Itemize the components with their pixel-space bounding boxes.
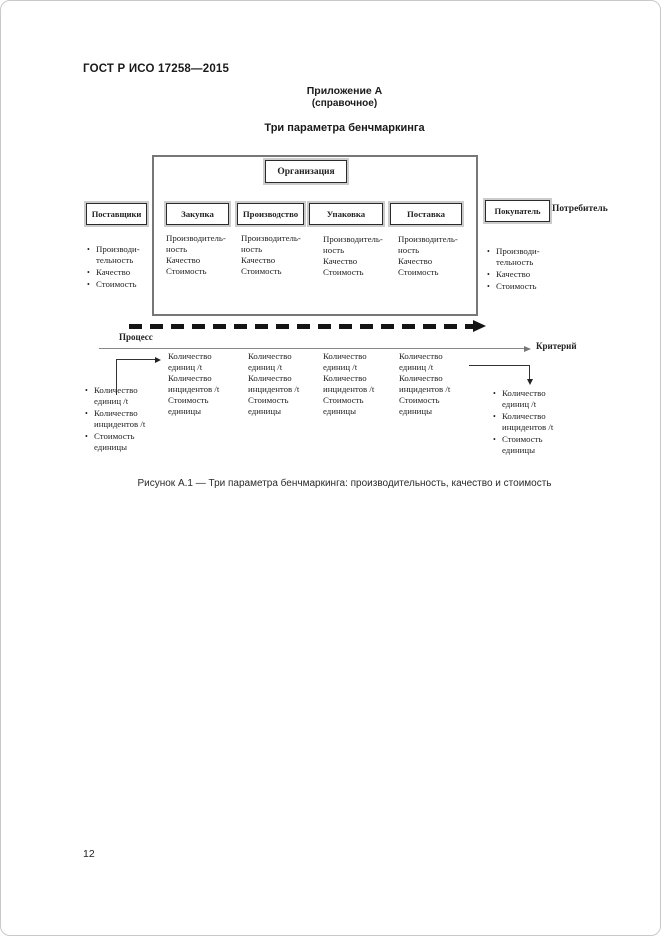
left-connector-line [116,359,118,395]
section-title: Три параметра бенчмаркинга [264,122,425,134]
bullet-icon: • [87,245,90,254]
list-item: • Количество единиц /t [493,388,579,410]
bullet-icon: • [85,386,88,395]
suppliers-metrics-list: • Количество единиц /t • Количество инциде… [85,385,171,454]
process-axis-label: Процесс [119,332,153,342]
bullet-text: Стоимость единицы [94,431,135,452]
list-item: • Производи- тельность [487,246,567,268]
list-item: • Производи- тельность [87,244,157,266]
bullet-icon: • [87,268,90,277]
figure-caption: Рисунок А.1 — Три параметра бенчмаркинга… [137,478,552,489]
bullet-icon: • [487,270,490,279]
list-item: • Качество [87,267,157,278]
organization-frame [152,155,478,316]
stage-params-column: Производитель- ность Качество Стоимость [166,233,226,276]
list-item: • Качество [487,269,567,280]
arrow-right-icon [524,345,531,352]
stage-box-procurement: Закупка [166,203,229,225]
bullet-text: Количество единиц /t [94,385,138,406]
bullet-icon: • [493,389,496,398]
arrow-right-icon [473,320,486,332]
bullet-icon: • [493,412,496,421]
appendix-title: Приложение А [306,85,383,97]
bullet-text: Качество [496,269,531,279]
arrow-down-icon [526,379,533,385]
bullet-text: Количество единиц /t [502,388,546,409]
buyer-params-list: • Производи- тельность • Качество • Стоимос… [487,246,567,293]
bullet-icon: • [87,280,90,289]
right-connector-line [469,365,530,367]
bullet-icon: • [487,247,490,256]
stage-params-column: Производитель- ность Качество Стоимость [241,233,301,276]
suppliers-params-list: • Производи- тельность • Качество • Стоимос… [87,244,157,291]
bullet-icon: • [487,282,490,291]
stage-box-delivery: Поставка [390,203,462,225]
criterion-axis-label: Критерий [536,341,577,351]
appendix-subtitle: (справочное) [311,98,378,109]
list-item: • Стоимость [487,281,567,292]
bullet-text: Качество [96,267,131,277]
list-item: • Количество инцидентов /t [493,411,579,433]
buyer-box: Покупатель [485,200,550,222]
arrow-right-icon [155,356,161,363]
list-item: • Количество единиц /t [85,385,171,407]
stage-metrics-column: Количество единиц /t Количество инцидент… [323,351,375,416]
criterion-axis-line [99,348,526,350]
stage-metrics-column: Количество единиц /t Количество инцидент… [399,351,451,416]
list-item: • Стоимость [87,279,157,290]
stage-params-column: Производитель- ность Качество Стоимость [323,234,383,277]
list-item: • Количество инцидентов /t [85,408,171,430]
buyer-metrics-list: • Количество единиц /t • Количество инциде… [493,388,579,457]
bullet-icon: • [493,435,496,444]
document-header: ГОСТ Р ИСО 17258—2015 [83,63,230,75]
right-connector-line [529,365,531,380]
process-dashed-arrow [129,324,474,329]
bullet-text: Стоимость [96,279,137,289]
bullet-text: Производи- тельность [496,246,540,267]
bullet-text: Стоимость [496,281,537,291]
list-item: • Стоимость единицы [85,431,171,453]
bullet-icon: • [85,409,88,418]
left-connector-line [116,359,156,361]
stage-metrics-column: Количество единиц /t Количество инцидент… [168,351,220,416]
bullet-text: Стоимость единицы [502,434,543,455]
page-number: 12 [83,848,95,860]
bullet-text: Количество инцидентов /t [94,408,146,429]
suppliers-box: Поставщики [86,203,147,225]
bullet-text: Количество инцидентов /t [502,411,554,432]
stage-box-production: Производство [237,203,304,225]
organization-box: Организация [265,160,347,183]
list-item: • Стоимость единицы [493,434,579,456]
stage-metrics-column: Количество единиц /t Количество инцидент… [248,351,300,416]
stage-box-packaging: Упаковка [309,203,383,225]
stage-params-column: Производитель- ность Качество Стоимость [398,234,458,277]
consumer-label: Потребитель [552,204,608,214]
bullet-text: Производи- тельность [96,244,140,265]
bullet-icon: • [85,432,88,441]
